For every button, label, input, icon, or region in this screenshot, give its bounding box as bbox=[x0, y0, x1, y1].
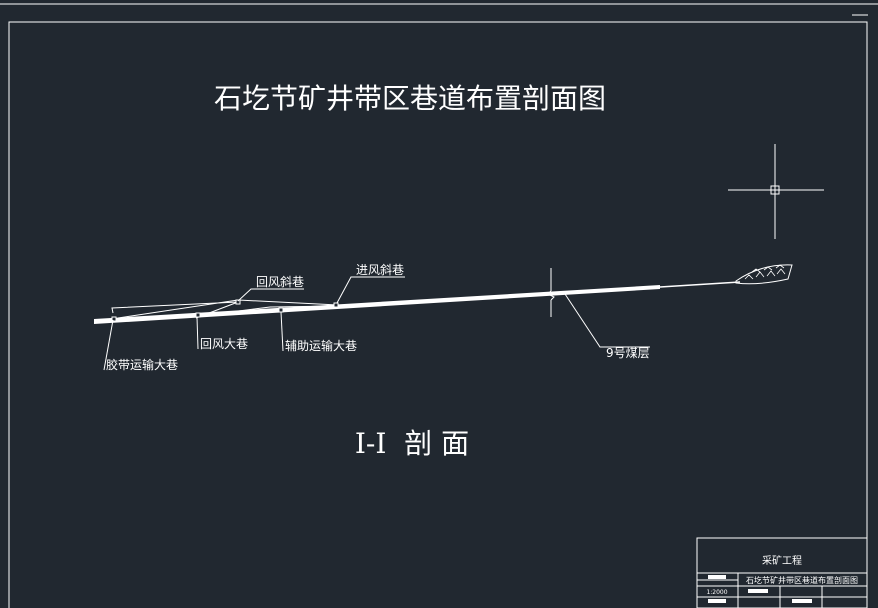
tb-filled-cell bbox=[792, 599, 812, 603]
tb-filled-cell bbox=[708, 575, 726, 579]
label-coal-seam: 9号煤层 bbox=[606, 346, 650, 360]
crosshair-cursor-icon[interactable] bbox=[728, 144, 824, 239]
tb-filled-cell bbox=[748, 589, 768, 593]
tb-filled-cell bbox=[708, 599, 726, 603]
coal-seam-band bbox=[94, 285, 660, 324]
roadway-network bbox=[111, 299, 339, 322]
drawing-title: 石圪节矿井带区巷道布置剖面图 bbox=[214, 82, 606, 115]
coal-seam-thin-extension bbox=[659, 281, 741, 288]
label-belt-transport-main: 胶带运输大巷 bbox=[106, 357, 178, 372]
label-return-air-main: 回风大巷 bbox=[200, 337, 248, 351]
return-main-marker bbox=[195, 312, 201, 318]
belt-roadway-marker bbox=[111, 316, 117, 322]
title-block-drawing-name: 石圪节矿井带区巷道布置剖面图 bbox=[746, 575, 858, 585]
intake-incline-marker bbox=[333, 302, 339, 308]
label-aux-transport-main: 辅助运输大巷 bbox=[285, 338, 357, 353]
coal-seam-profile bbox=[94, 264, 793, 324]
title-block-scale: 1:2000 bbox=[706, 589, 727, 596]
label-return-air-incline: 回风斜巷 bbox=[256, 275, 304, 289]
intake-incline-line bbox=[199, 305, 337, 317]
leader-lines bbox=[103, 276, 650, 371]
section-name: I-I 剖 面 bbox=[355, 427, 469, 460]
caved-zone-hatch bbox=[744, 264, 786, 280]
aux-link bbox=[279, 305, 337, 312]
return-incline-marker bbox=[235, 299, 241, 305]
title-block-org: 采矿工程 bbox=[762, 554, 802, 567]
title-block: 采矿工程 石圪节矿井带区巷道布置剖面图 1:2000 bbox=[696, 537, 868, 608]
label-intake-air-incline: 进风斜巷 bbox=[356, 263, 404, 277]
return-incline-line bbox=[111, 301, 239, 319]
break-line-marker bbox=[547, 268, 555, 317]
aux-roadway-marker bbox=[278, 307, 284, 313]
sheet-frame bbox=[0, 3, 878, 608]
